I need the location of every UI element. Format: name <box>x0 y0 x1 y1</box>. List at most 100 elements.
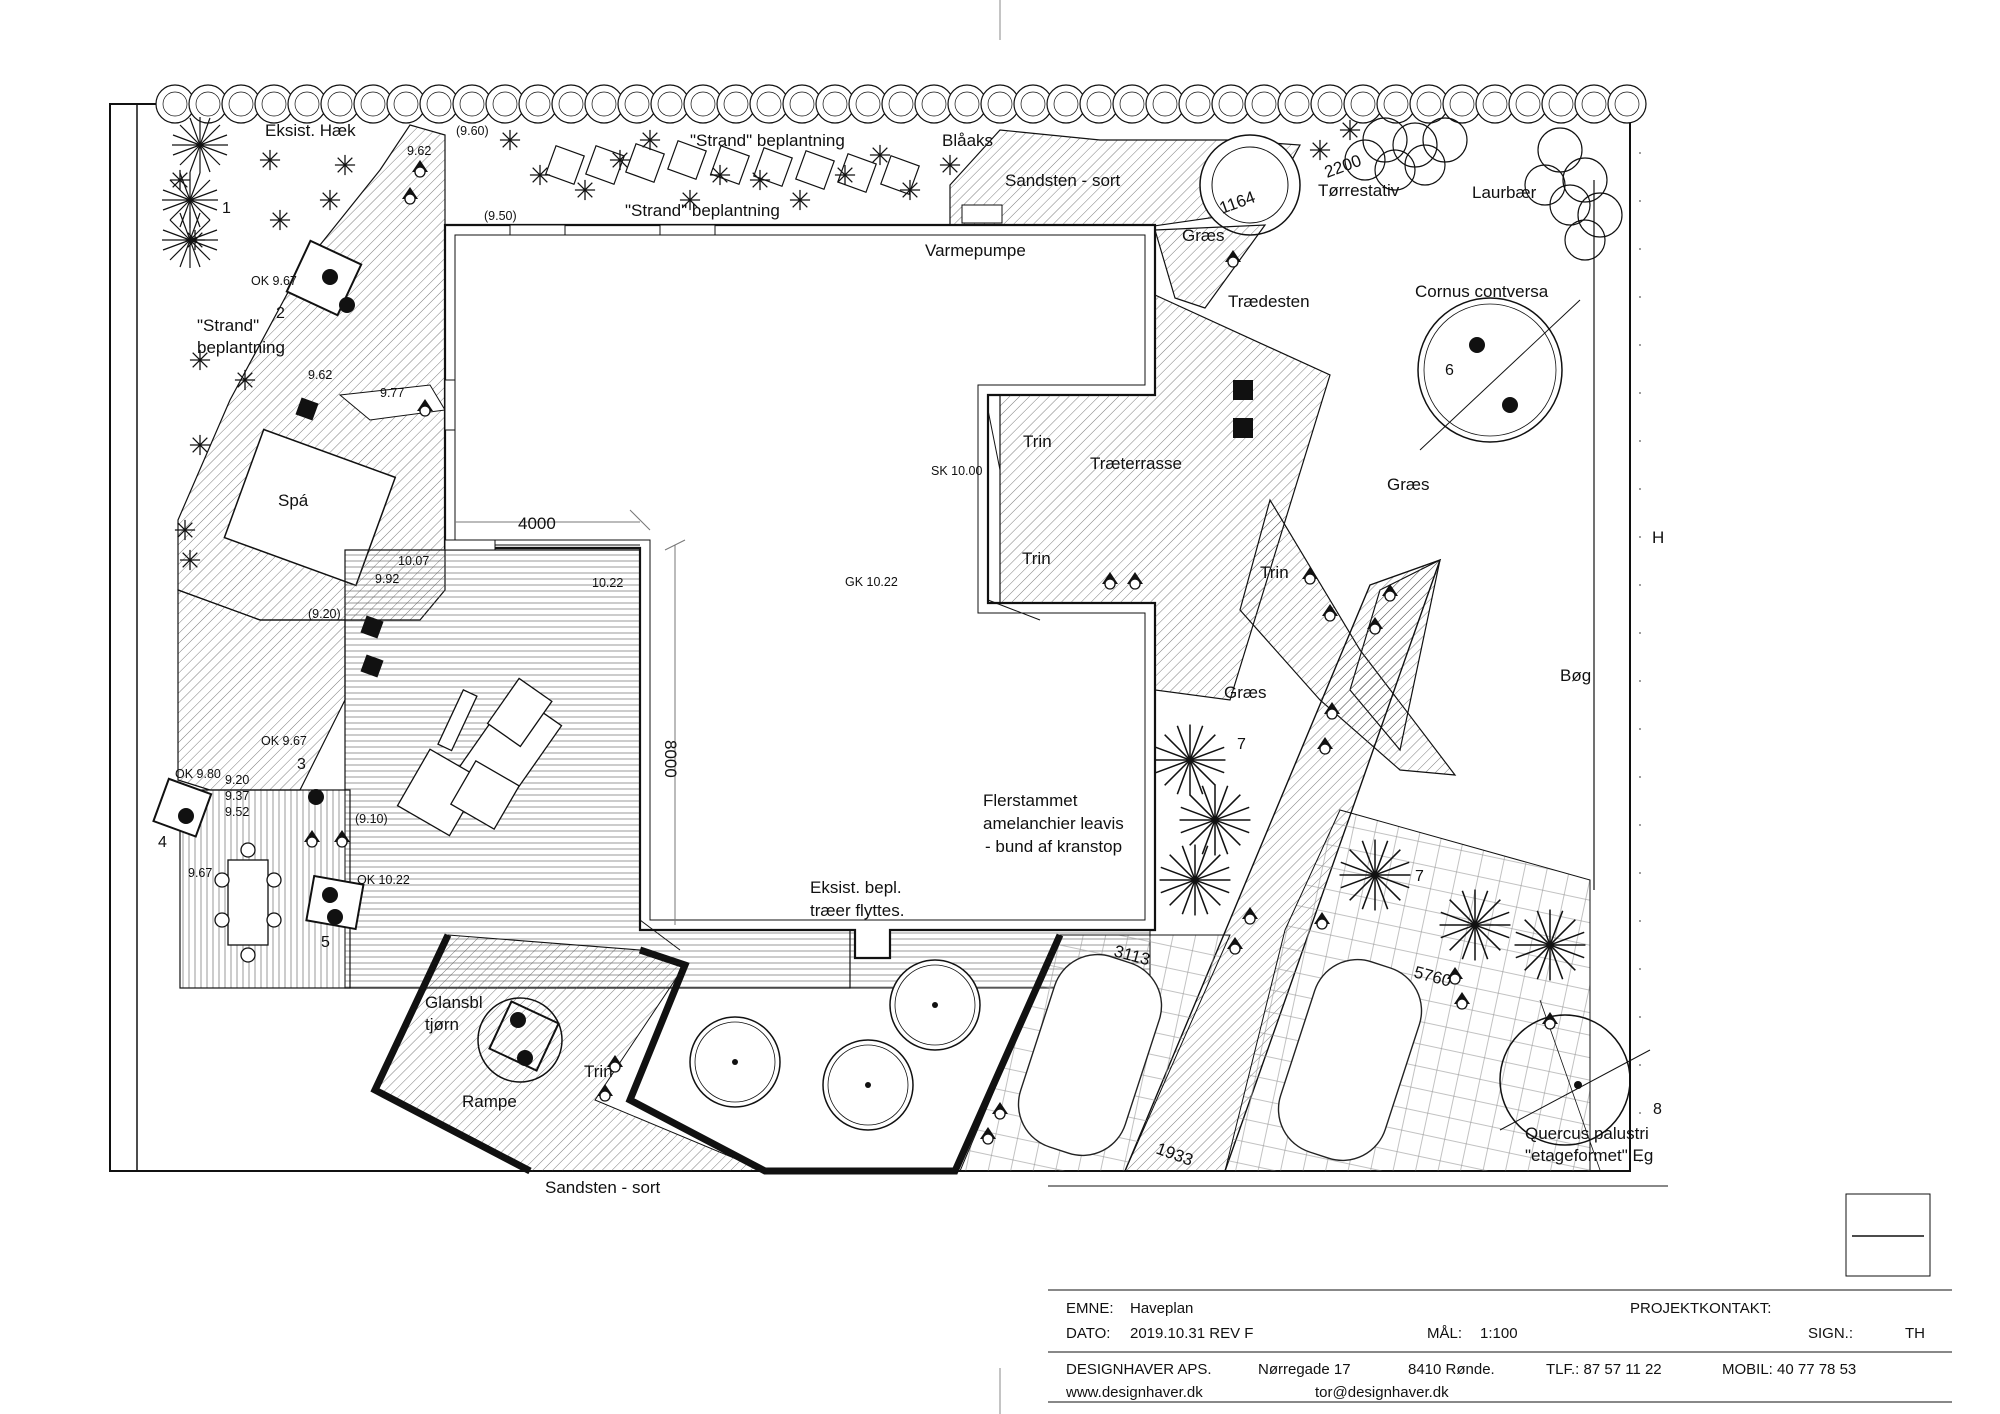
hedge-circle <box>1211 84 1251 124</box>
shrub-icon <box>1438 888 1512 962</box>
label-trin-4: Trin <box>584 1062 613 1081</box>
level-ok967a: OK 9.67 <box>251 274 297 288</box>
hedge-circle-inner <box>1317 91 1343 117</box>
label-h: H <box>1652 528 1664 547</box>
hedge-circle <box>419 84 459 124</box>
hedge-circle-inner <box>1284 91 1310 117</box>
tb-dato-value: 2019.10.31 REV F <box>1130 1325 1253 1342</box>
hedge-circle-inner <box>855 91 881 117</box>
lounge-furniture <box>396 677 563 837</box>
label-strand-left-1: "Strand" <box>197 316 259 335</box>
level-1007: 10.07 <box>398 554 429 568</box>
hedge-circle-inner <box>261 91 287 117</box>
hedge-circle <box>155 84 195 124</box>
hedge-circle-inner <box>393 91 419 117</box>
plant-star-icon <box>1309 139 1331 161</box>
plant-star-icon <box>574 179 596 201</box>
hedge-circle <box>1244 84 1284 124</box>
tb-sign-label: SIGN.: <box>1808 1325 1853 1342</box>
plant-star-icon <box>939 154 961 176</box>
tb-mobil: MOBIL: 40 77 78 53 <box>1722 1361 1856 1378</box>
label-eksist-bepl-2: træer flyttes. <box>810 901 904 920</box>
hedge-circle <box>848 84 888 124</box>
plant-star-icon <box>834 164 856 186</box>
tb-maal-value: 1:100 <box>1480 1325 1518 1342</box>
laurel-hedge <box>1344 117 1623 261</box>
hedge-circle-inner <box>426 91 452 117</box>
hedge-circle <box>650 84 690 124</box>
hedge-circle <box>1343 84 1383 124</box>
hedge-circle <box>881 84 921 124</box>
level-950: (9.50) <box>484 209 517 223</box>
label-flerstammet-3: - bund af kranstop <box>985 837 1122 856</box>
hedge-circle <box>683 84 723 124</box>
hedge-circle-inner <box>360 91 386 117</box>
hedge-circle-inner <box>1515 91 1541 117</box>
plant-number-3: 3 <box>297 756 306 773</box>
tb-company: DESIGNHAVER APS. <box>1066 1361 1212 1378</box>
hedge-circle-inner <box>822 91 848 117</box>
parking-area <box>959 809 1591 1172</box>
hedge-circle-inner <box>723 91 749 117</box>
trees <box>1417 297 1651 1171</box>
label-blaaks: Blåaks <box>942 131 993 150</box>
level-markers: (9.60) 9.62 (9.50) OK 9.67 9.62 9.77 SK … <box>175 124 982 887</box>
hedge-circle <box>1409 84 1449 124</box>
level-962a: 9.62 <box>407 144 431 158</box>
hedge-circle <box>386 84 426 124</box>
plant-star-icon <box>269 209 291 231</box>
level-ok967b: OK 9.67 <box>261 734 307 748</box>
plant-star-icon <box>499 129 521 151</box>
hedge-circle <box>1277 84 1317 124</box>
label-graes-top: Græs <box>1182 226 1225 245</box>
hedge-circle-inner <box>1548 91 1574 117</box>
hedge-circle-inner <box>987 91 1013 117</box>
shrub-icon <box>1178 783 1252 857</box>
hedge-circle-inner <box>888 91 914 117</box>
hedge-circle-inner <box>591 91 617 117</box>
hedge-circle-inner <box>492 91 518 117</box>
plant-number-7b: 7 <box>1415 868 1424 885</box>
hedge-circle-inner <box>459 91 485 117</box>
label-quercus-2: "etageformet" Eg <box>1525 1146 1653 1165</box>
hedge-circle <box>749 84 789 124</box>
plant-star-icon <box>184 229 206 251</box>
hedge-circle <box>452 84 492 124</box>
shrub-icon <box>1338 838 1412 912</box>
plant-number-7a: 7 <box>1237 736 1246 753</box>
level-1022: 10.22 <box>592 576 623 590</box>
label-sandsten-bottom: Sandsten - sort <box>545 1178 661 1197</box>
label-rampe: Rampe <box>462 1092 517 1111</box>
hedge-circle <box>1079 84 1119 124</box>
hedge-circle <box>1508 84 1548 124</box>
shrub-icon <box>1158 843 1232 917</box>
level-977: 9.77 <box>380 386 404 400</box>
hedge-circle-inner <box>624 91 650 117</box>
hedge-circle-inner <box>1020 91 1046 117</box>
label-cornus: Cornus contversa <box>1415 282 1549 301</box>
house-outline <box>443 223 1157 960</box>
label-eksist-haek: Eksist. Hæk <box>265 121 356 140</box>
plant-star-icon <box>609 149 631 171</box>
dining-table <box>214 842 282 963</box>
level-952: 9.52 <box>225 805 249 819</box>
plant-star-icon <box>529 164 551 186</box>
hedge-circle-inner <box>1482 91 1508 117</box>
label-flerstammet-1: Flerstammet <box>983 791 1078 810</box>
label-traedesten: Trædesten <box>1228 292 1310 311</box>
label-graes-mid: Græs <box>1224 683 1267 702</box>
plant-star-icon <box>789 189 811 211</box>
plant-star-icon <box>1339 119 1361 141</box>
hedge-circle-inner <box>1185 91 1211 117</box>
label-strand-left-2: beplantning <box>197 338 285 357</box>
hedge-circle <box>254 84 294 124</box>
hedge-circle-inner <box>558 91 584 117</box>
hedge-circle-inner <box>1152 91 1178 117</box>
hedge-circle-inner <box>1581 91 1607 117</box>
hedge-circle <box>1376 84 1416 124</box>
hedge-circle-inner <box>1614 91 1640 117</box>
label-spa: Spá <box>278 491 309 510</box>
level-937: 9.37 <box>225 789 249 803</box>
hedge-circle-inner <box>690 91 716 117</box>
